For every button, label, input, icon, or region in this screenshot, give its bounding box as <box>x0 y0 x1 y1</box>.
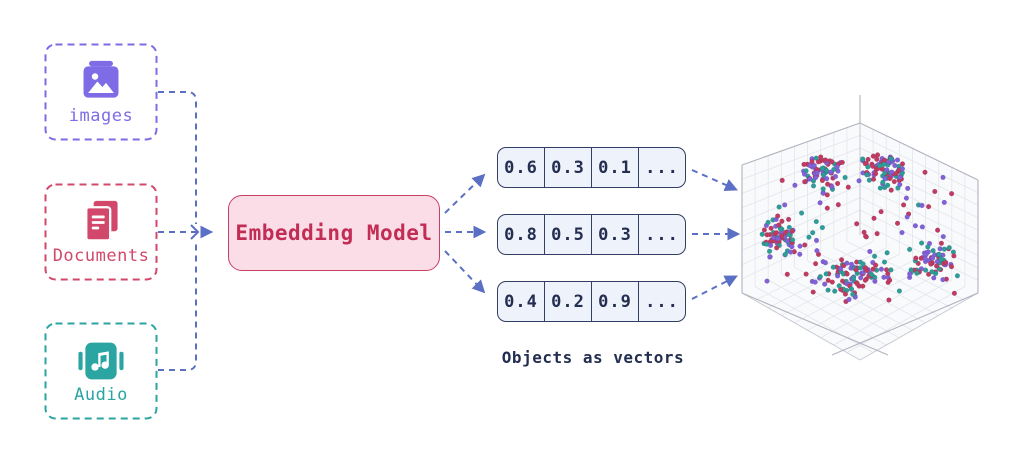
vector-cell: 0.5 <box>545 215 592 254</box>
dashed-border <box>44 322 158 420</box>
dashed-border <box>44 43 158 141</box>
vector-cell: 0.3 <box>592 215 639 254</box>
vector-cell: ... <box>645 224 679 245</box>
audio-icon <box>78 342 124 380</box>
source-label-audio: Audio <box>74 385 128 405</box>
source-box-images: images <box>44 43 158 141</box>
vector-cell: 0.4 <box>498 282 545 321</box>
vector-cell: ... <box>645 157 679 178</box>
documents-icon <box>85 200 118 242</box>
vector-row-1: 0.6 0.3 0.1 ... <box>497 147 686 188</box>
dashed-border <box>44 183 158 281</box>
vector-cell: 0.3 <box>545 148 592 187</box>
embedding-space-scatter <box>741 95 979 361</box>
vector-cell: 0.8 <box>498 215 545 254</box>
vector-cell: 0.1 <box>592 148 639 187</box>
vector-row-2: 0.8 0.5 0.3 ... <box>497 214 686 255</box>
vector-cell: 0.2 <box>545 282 592 321</box>
vectors-caption: Objects as vectors <box>501 348 685 367</box>
source-box-audio: Audio <box>44 322 158 420</box>
vector-cell: 0.6 <box>498 148 545 187</box>
vector-row-3: 0.4 0.2 0.9 ... <box>497 281 686 322</box>
embedding-model-label: Embedding Model <box>235 221 433 245</box>
vector-cell: ... <box>645 291 679 312</box>
vector-cell: 0.9 <box>592 282 639 321</box>
embedding-model-box: Embedding Model <box>228 195 440 271</box>
source-box-documents: Documents <box>44 183 158 281</box>
image-icon <box>83 60 119 98</box>
source-label-images: images <box>68 106 134 126</box>
source-label-documents: Documents <box>52 246 150 266</box>
